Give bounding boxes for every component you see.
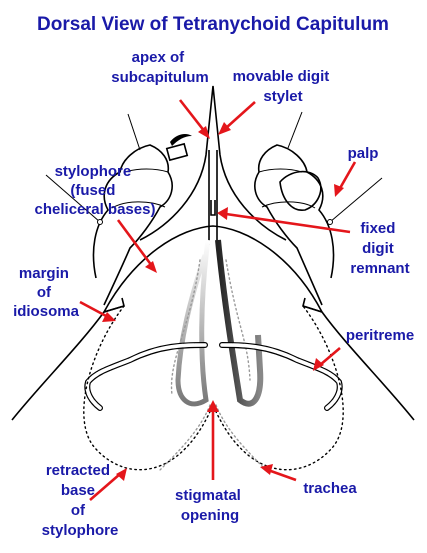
trachea-right <box>215 404 267 471</box>
left-palp-joint-1 <box>111 201 166 209</box>
peritreme-right-inner <box>220 343 342 410</box>
arrowhead-apex <box>198 126 210 139</box>
arrow-trachea <box>267 468 297 482</box>
arrowhead-stigmatal <box>207 400 219 412</box>
right-palp <box>254 144 335 306</box>
stylet-dotted-left <box>170 259 201 396</box>
capitulum-drawing <box>11 85 415 471</box>
stylet-dotted-right <box>225 259 251 381</box>
label-fixed-digit: fixed digit remnant <box>350 220 409 277</box>
pointer-arrows <box>79 99 357 501</box>
stylophore-outline <box>103 225 323 313</box>
left-seta-socket <box>97 219 103 225</box>
labels: apex of subcapitulum movable digit style… <box>13 49 414 539</box>
arrow-peritreme <box>319 347 341 366</box>
idiosoma-outline <box>11 305 415 421</box>
arrow-movable-digit <box>225 101 256 129</box>
figure-title: Dorsal View of Tetranychoid Capitulum <box>37 14 389 35</box>
left-palp-seta-1 <box>127 113 141 151</box>
idiosoma-margin-right <box>302 297 323 313</box>
arrowhead-peritreme <box>313 358 324 371</box>
peritreme-left-inner <box>85 343 207 410</box>
subcapitulum <box>139 85 287 241</box>
stylet-loop-left <box>175 239 211 407</box>
arrow-fixed-digit <box>225 212 351 234</box>
right-palp-seta-1 <box>287 111 303 149</box>
right-palp-segment <box>279 170 322 211</box>
label-margin: margin of idiosoma <box>13 265 80 320</box>
arrow-apex <box>178 99 207 133</box>
trachea-left <box>159 404 211 471</box>
label-movable-digit: movable digit stylet <box>233 68 334 105</box>
arrow-palp <box>337 161 357 191</box>
left-palp-seta-2 <box>45 174 101 223</box>
arrowhead-trachea <box>260 464 273 475</box>
right-palp-seta-2 <box>329 177 383 223</box>
label-retracted-base: retracted base of stylophore <box>42 462 119 539</box>
label-stigmatal: stigmatal opening <box>175 487 245 524</box>
left-palp <box>92 144 173 306</box>
right-palp-joint-2 <box>258 168 303 173</box>
arrowhead-retracted-base <box>116 468 127 481</box>
arrow-retracted-base <box>89 473 121 501</box>
label-peritreme: peritreme <box>346 327 414 344</box>
arrowhead-stylophore <box>145 261 157 273</box>
arrowhead-palp <box>334 184 344 197</box>
fixed-digit-remnant-shape <box>210 200 216 216</box>
arrowhead-fixed-digit <box>217 207 228 220</box>
label-trachea: trachea <box>303 480 357 497</box>
left-palp-joint-2 <box>124 168 169 173</box>
right-seta-socket <box>327 219 333 225</box>
arrow-stylophore <box>116 219 154 267</box>
left-palp-tarsus <box>165 142 189 162</box>
arrow-margin <box>79 300 109 319</box>
label-palp: palp <box>348 145 379 162</box>
arrowhead-movable-digit <box>218 122 231 135</box>
label-stylophore: stylophore (fused cheliceral bases) <box>35 163 156 218</box>
stylet-loop-right <box>215 239 264 407</box>
arrowhead-margin <box>102 312 116 322</box>
label-apex: apex of subcapitulum <box>111 49 209 86</box>
left-palp-claw <box>170 134 192 146</box>
